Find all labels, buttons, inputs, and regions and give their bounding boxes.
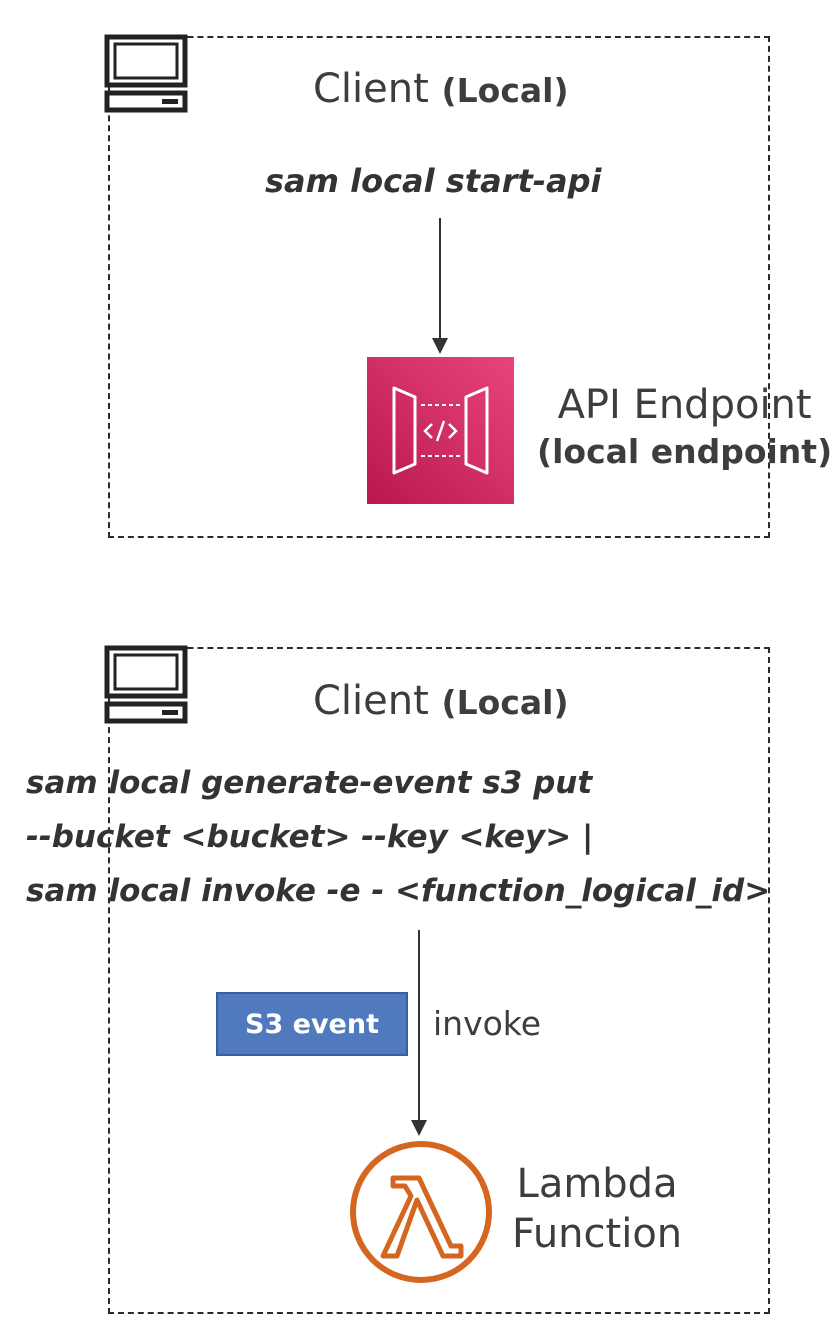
client-subtitle: (Local) xyxy=(441,71,569,110)
bottom-client-label: Client (Local) xyxy=(313,678,569,724)
client-title: Client xyxy=(313,66,429,112)
computer-icon xyxy=(104,34,188,113)
lambda-label-line-1: Lambda xyxy=(516,1161,678,1207)
api-endpoint-subtitle: (local endpoint) xyxy=(537,432,833,471)
api-endpoint-label: API Endpoint (local endpoint) xyxy=(537,382,832,471)
api-endpoint-title: API Endpoint xyxy=(557,382,812,428)
generate-event-command-line-1: sam local generate-event s3 put xyxy=(26,765,593,801)
bottom-client-boundary xyxy=(108,647,770,1314)
start-api-arrow xyxy=(432,218,448,354)
top-client-boundary xyxy=(108,36,770,538)
start-api-command: sam local start-api xyxy=(265,162,602,200)
computer-icon xyxy=(104,645,188,724)
lambda-function-label: Lambda Function xyxy=(512,1159,682,1259)
api-gateway-icon xyxy=(367,357,514,504)
lambda-icon xyxy=(350,1141,492,1283)
generate-event-command-line-2: --bucket <bucket> --key <key> | xyxy=(26,819,594,855)
s3-event-badge: S3 event xyxy=(216,992,408,1056)
invoke-arrow xyxy=(411,930,427,1136)
lambda-label-line-2: Function xyxy=(512,1211,683,1257)
top-client-label: Client (Local) xyxy=(313,66,569,112)
generate-event-command-line-3: sam local invoke -e - <function_logical_… xyxy=(26,873,771,909)
invoke-label: invoke xyxy=(433,1004,542,1043)
client-subtitle: (Local) xyxy=(441,683,569,722)
client-title: Client xyxy=(313,678,429,724)
